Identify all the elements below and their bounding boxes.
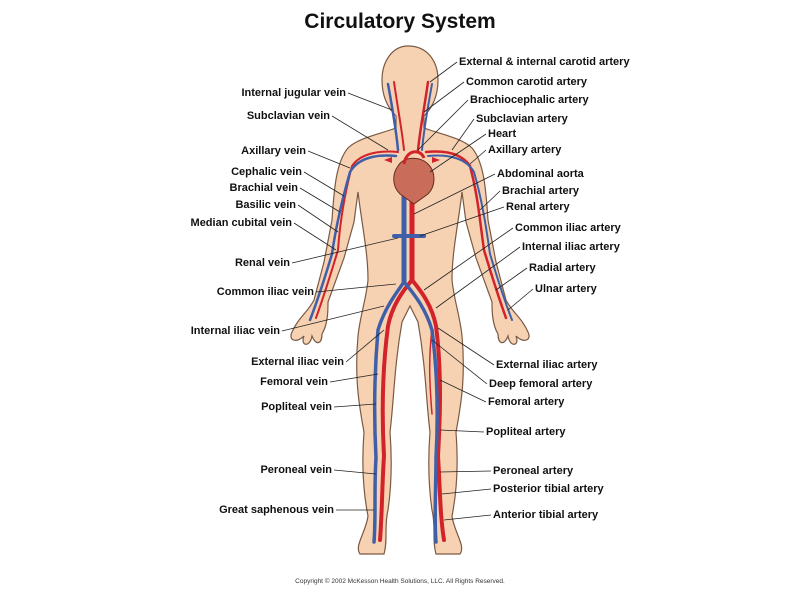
label-peroneal-vein: Peroneal vein [260, 464, 332, 476]
leader-line [315, 283, 397, 293]
leader-line [419, 206, 505, 237]
heart-shape [393, 157, 435, 205]
leader-line [439, 379, 487, 403]
heart-arch [402, 150, 426, 165]
label-internal-iliac-artery: Internal iliac artery [522, 241, 620, 253]
arm-artery-left-line [315, 150, 399, 319]
label-common-iliac-artery: Common iliac artery [515, 222, 621, 234]
leader-line [443, 514, 492, 521]
leader-line [423, 227, 514, 291]
leader-line [451, 118, 475, 151]
label-cephalic-vein: Cephalic vein [231, 166, 302, 178]
pulmonary-arrow-left [384, 157, 392, 163]
iliac-artery-left-line [378, 278, 414, 542]
label-deep-femoral-artery: Deep femoral artery [489, 378, 593, 390]
label-renal-vein: Renal vein [234, 257, 290, 269]
label-femoral-artery: Femoral artery [488, 396, 565, 408]
leader-line [329, 373, 379, 383]
label-subclavian-artery: Subclavian artery [476, 113, 568, 125]
label-ulnar-artery: Ulnar artery [535, 283, 597, 295]
label-axillary-artery: Axillary artery [488, 144, 562, 156]
label-great-saphenous-vein: Great saphenous vein [219, 504, 334, 516]
leader-line [299, 187, 341, 213]
jugular-right-line [421, 83, 433, 151]
label-abdominal-aorta: Abdominal aorta [497, 168, 584, 180]
leader-line [307, 150, 351, 169]
leader-line [413, 173, 496, 215]
iliac-vein-right-line [402, 280, 439, 544]
label-posterior-tibial-artery: Posterior tibial artery [493, 483, 604, 495]
leader-line [333, 469, 377, 475]
label-external-iliac-artery: External iliac artery [496, 359, 598, 371]
label-popliteal-artery: Popliteal artery [486, 426, 566, 438]
label-radial-artery: Radial artery [529, 262, 596, 274]
label-internal-jugular-vein: Internal jugular vein [241, 87, 346, 99]
label-brachial-vein: Brachial vein [229, 182, 298, 194]
leader-line [469, 149, 487, 165]
pulmonary-arrow-right [432, 157, 440, 163]
leader-line [429, 61, 458, 83]
leader-line [293, 222, 337, 251]
leader-line [347, 92, 393, 111]
label-median-cubital-vein: Median cubital vein [190, 217, 292, 229]
label-popliteal-vein: Popliteal vein [261, 401, 332, 413]
leader-line [479, 190, 501, 211]
leader-line [507, 288, 534, 311]
label-internal-iliac-vein: Internal iliac vein [190, 325, 280, 337]
label-heart: Heart [488, 128, 517, 140]
carotid-left-line [393, 81, 405, 151]
label-peroneal-artery: Peroneal artery [493, 465, 574, 477]
copyright-notice: Copyright © 2002 McKesson Health Solutio… [295, 578, 505, 585]
leader-line [423, 81, 465, 113]
iliac-artery-right-line [410, 278, 446, 542]
leader-line [439, 429, 485, 433]
leader-line [333, 403, 377, 408]
label-external-iliac-vein: External iliac vein [251, 356, 344, 368]
leader-line [345, 329, 385, 363]
leader-line [431, 339, 488, 385]
label-axillary-vein: Axillary vein [241, 145, 306, 157]
heart [384, 150, 440, 205]
leader-lines [281, 61, 534, 521]
label-anterior-tibial-artery: Anterior tibial artery [493, 509, 599, 521]
leader-line [429, 133, 487, 173]
leader-line [417, 99, 469, 151]
leader-line [297, 204, 339, 233]
carotid-right-line [416, 80, 430, 152]
leader-line [281, 305, 385, 332]
arm-vein-left-line [308, 154, 398, 322]
label-common-iliac-vein: Common iliac vein [216, 286, 314, 298]
iliac-vein-left-line [372, 280, 406, 544]
leader-line [439, 470, 492, 473]
deep-femoral-line [428, 329, 433, 415]
jugular-left-line [386, 82, 400, 152]
label-brachiocephalic-artery: Brachiocephalic artery [470, 94, 589, 106]
label-femoral-vein: Femoral vein [260, 376, 328, 388]
label-brachial-artery: Brachial artery [502, 185, 580, 197]
leader-line [435, 246, 521, 309]
leader-line [303, 171, 345, 197]
leader-line [441, 488, 492, 495]
leader-line [331, 115, 389, 151]
diagram-title: Circulatory System [304, 10, 496, 33]
label-common-carotid-artery: Common carotid artery [466, 76, 588, 88]
leader-line [437, 327, 495, 366]
label-renal-artery: Renal artery [506, 201, 570, 213]
label-external-internal-carotid-artery: External & internal carotid artery [459, 56, 630, 68]
leader-line [291, 237, 399, 264]
label-subclavian-vein: Subclavian vein [246, 110, 330, 122]
label-basilic-vein: Basilic vein [235, 199, 296, 211]
arm-vein-right-line [427, 154, 513, 321]
leader-line [495, 267, 528, 291]
